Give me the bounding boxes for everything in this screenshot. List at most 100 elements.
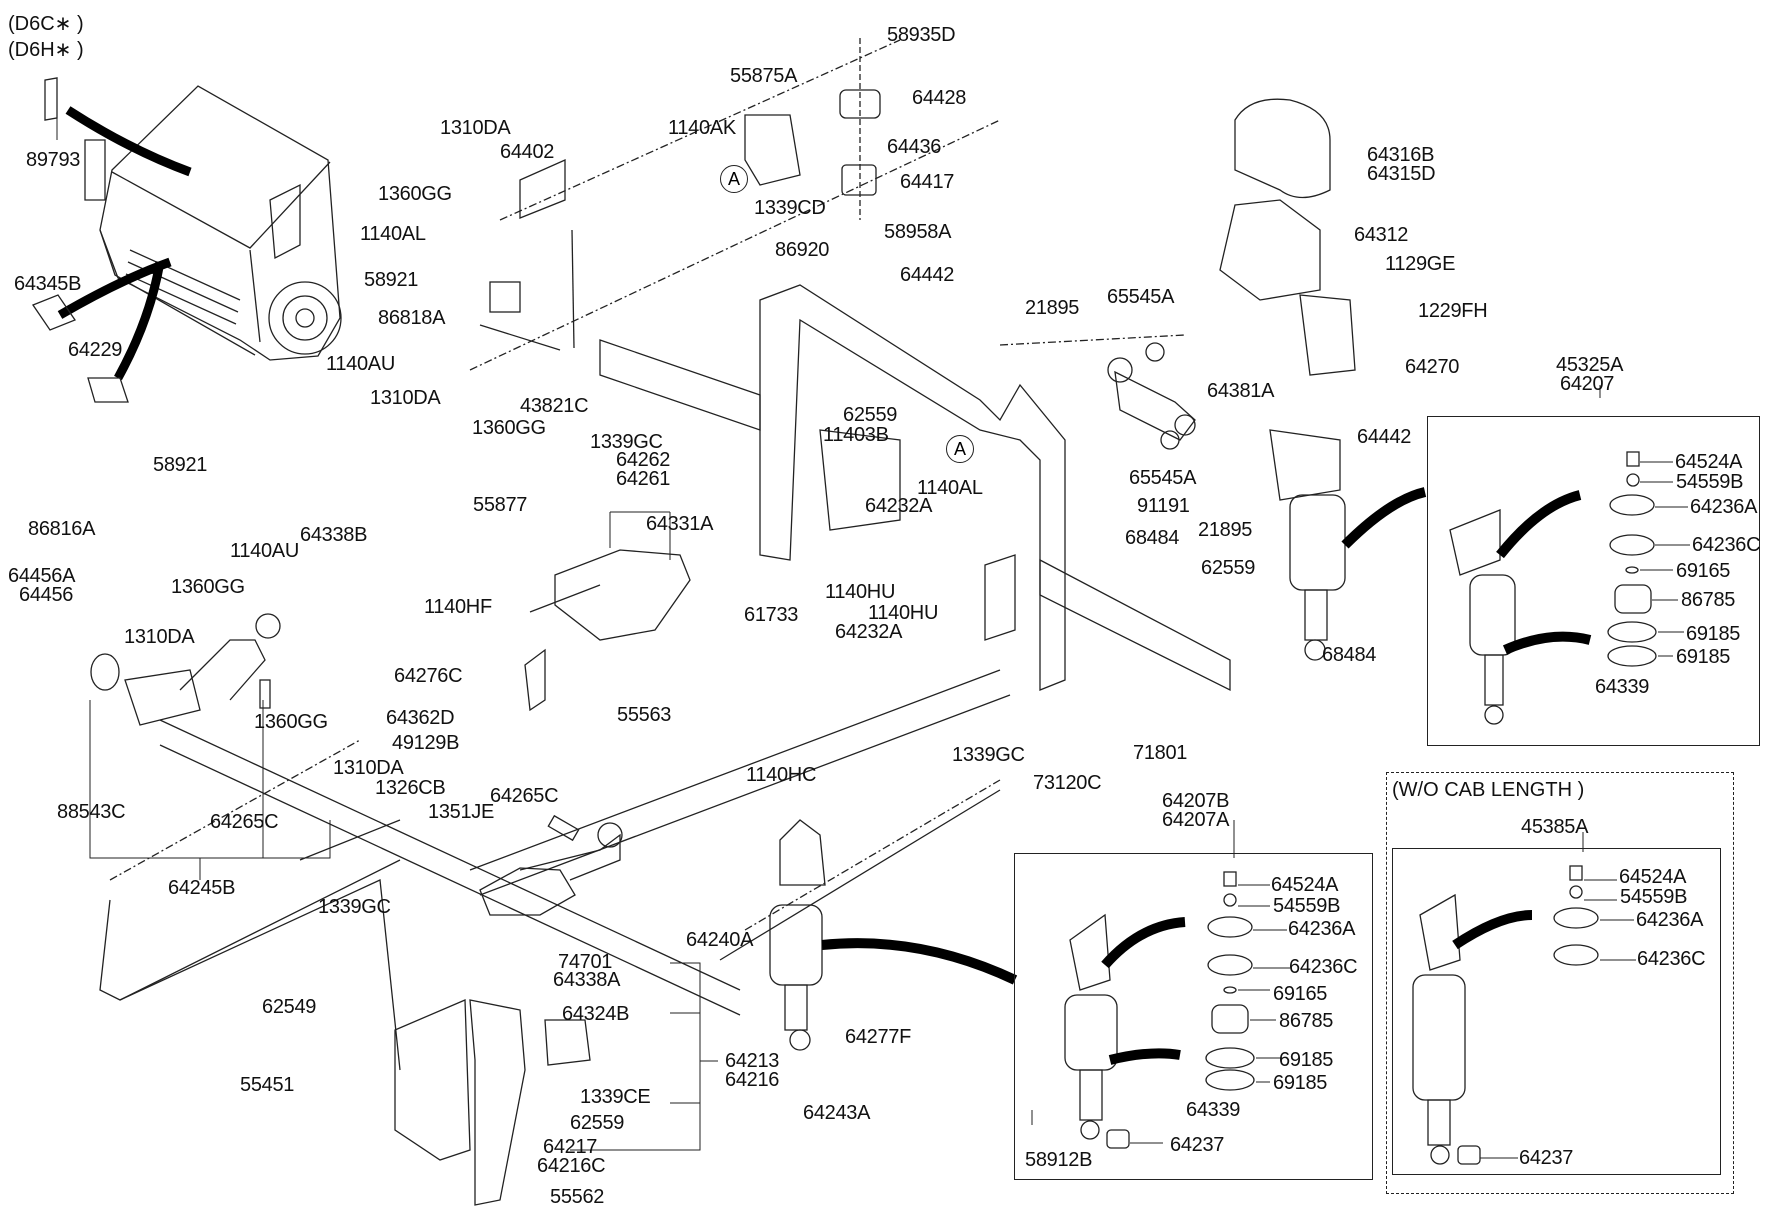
part-label-58921[interactable]: 58921 — [364, 269, 419, 291]
part-label-55562[interactable]: 55562 — [550, 1186, 605, 1208]
part-label-55877[interactable]: 55877 — [473, 494, 528, 516]
part-label-64213[interactable]: 64213 — [725, 1050, 780, 1072]
kit-front-part-64236A[interactable]: 64236A — [1690, 496, 1758, 518]
part-label-1326CB[interactable]: 1326CB — [375, 777, 446, 799]
part-label-55451[interactable]: 55451 — [240, 1074, 295, 1096]
part-label-64428[interactable]: 64428 — [912, 87, 967, 109]
part-label-64456A[interactable]: 64456A — [8, 565, 76, 587]
part-label-64345B[interactable]: 64345B — [14, 273, 82, 295]
part-label-1339CD[interactable]: 1339CD — [754, 197, 826, 219]
part-label-91191[interactable]: 91191 — [1137, 495, 1190, 517]
kit-front-part-64524A[interactable]: 64524A — [1675, 451, 1743, 473]
kit-rear-part-64237[interactable]: 64237 — [1170, 1134, 1225, 1156]
part-label-64381A[interactable]: 64381A — [1207, 380, 1275, 402]
part-label-55875A[interactable]: 55875A — [730, 65, 798, 87]
part-label-1360GG[interactable]: 1360GG — [171, 576, 245, 598]
part-label-61733[interactable]: 61733 — [744, 604, 799, 626]
part-label-64243A[interactable]: 64243A — [803, 1102, 871, 1124]
part-label-64261[interactable]: 64261 — [616, 468, 671, 490]
kit-rear-part-69185[interactable]: 69185 — [1279, 1049, 1334, 1071]
part-label-49129B[interactable]: 49129B — [392, 732, 460, 754]
part-label-64338B[interactable]: 64338B — [300, 524, 368, 546]
kit-rear-part-64339[interactable]: 64339 — [1186, 1099, 1241, 1121]
part-label-1229FH[interactable]: 1229FH — [1418, 300, 1488, 322]
part-label-64232A[interactable]: 64232A — [865, 495, 933, 517]
kit-front-part-86785[interactable]: 86785 — [1681, 589, 1736, 611]
part-label-64331A[interactable]: 64331A — [646, 513, 714, 535]
part-label-64276C[interactable]: 64276C — [394, 665, 463, 687]
part-label-73120C[interactable]: 73120C — [1033, 772, 1102, 794]
part-label-64442[interactable]: 64442 — [1357, 426, 1412, 448]
part-label-64312[interactable]: 64312 — [1354, 224, 1409, 246]
part-label-64456[interactable]: 64456 — [19, 584, 74, 606]
part-label-86920[interactable]: 86920 — [775, 239, 830, 261]
part-label-1339GC[interactable]: 1339GC — [590, 431, 663, 453]
part-label-64338A[interactable]: 64338A — [553, 969, 621, 991]
part-label-89793[interactable]: 89793 — [26, 149, 81, 171]
part-label-1310DA[interactable]: 1310DA — [333, 757, 404, 779]
part-label-58958A[interactable]: 58958A — [884, 221, 952, 243]
part-label-1339CE[interactable]: 1339CE — [580, 1086, 651, 1108]
part-label-1140AU[interactable]: 1140AU — [326, 353, 395, 375]
part-label-74701[interactable]: 74701 — [558, 951, 613, 973]
part-label-62559[interactable]: 62559 — [1201, 557, 1256, 579]
part-label-62559[interactable]: 62559 — [570, 1112, 625, 1134]
part-label-58921[interactable]: 58921 — [153, 454, 208, 476]
part-label-64324B[interactable]: 64324B — [562, 1003, 630, 1025]
part-label-43821C[interactable]: 43821C — [520, 395, 589, 417]
part-label-64232A[interactable]: 64232A — [835, 621, 903, 643]
kit-front-part-64339[interactable]: 64339 — [1595, 676, 1650, 698]
part-label-1129GE[interactable]: 1129GE — [1385, 253, 1456, 275]
part-label-1360GG[interactable]: 1360GG — [472, 417, 546, 439]
part-label-65545A[interactable]: 65545A — [1129, 467, 1197, 489]
kit-front-part-69165[interactable]: 69165 — [1676, 560, 1731, 582]
part-label-64217[interactable]: 64217 — [543, 1136, 598, 1158]
part-label-86818A[interactable]: 86818A — [378, 307, 446, 329]
part-label-64315D[interactable]: 64315D — [1367, 163, 1436, 185]
part-label-64417[interactable]: 64417 — [900, 171, 955, 193]
part-label-64265C[interactable]: 64265C — [210, 811, 279, 833]
kit-rear-part-64236C[interactable]: 64236C — [1289, 956, 1358, 978]
part-label-64362D[interactable]: 64362D — [386, 707, 455, 729]
part-label-58935D[interactable]: 58935D — [887, 24, 956, 46]
part-label-71801[interactable]: 71801 — [1133, 742, 1188, 764]
part-label-1140HF[interactable]: 1140HF — [424, 596, 492, 618]
part-label-64442[interactable]: 64442 — [900, 264, 955, 286]
part-label-86816A[interactable]: 86816A — [28, 518, 96, 540]
part-label-64270[interactable]: 64270 — [1405, 356, 1460, 378]
part-label-11403B[interactable]: 11403B — [823, 424, 889, 446]
part-label-1140HU[interactable]: 1140HU — [868, 602, 939, 624]
part-label-1140HC[interactable]: 1140HC — [746, 764, 817, 786]
part-label-21895[interactable]: 21895 — [1025, 297, 1080, 319]
part-label-1351JE[interactable]: 1351JE — [428, 801, 495, 823]
part-label-1360GG[interactable]: 1360GG — [378, 183, 452, 205]
part-label-88543C[interactable]: 88543C — [57, 801, 126, 823]
part-label-62549[interactable]: 62549 — [262, 996, 317, 1018]
part-label-1310DA[interactable]: 1310DA — [124, 626, 195, 648]
part-label-64277F[interactable]: 64277F — [845, 1026, 912, 1048]
part-label-1360GG[interactable]: 1360GG — [254, 711, 328, 733]
kit-front-part-69185[interactable]: 69185 — [1676, 646, 1731, 668]
kit-rear-part-69165[interactable]: 69165 — [1273, 983, 1328, 1005]
kit-front-number[interactable]: 45325A — [1556, 354, 1624, 376]
part-label-1140AL[interactable]: 1140AL — [917, 477, 983, 499]
part-label-64436[interactable]: 64436 — [887, 136, 942, 158]
kit-rear-part-58912B[interactable]: 58912B — [1025, 1149, 1093, 1171]
kit-rear-number[interactable]: 64207B — [1162, 790, 1230, 812]
part-label-21895[interactable]: 21895 — [1198, 519, 1253, 541]
kit-rear-part-54559B[interactable]: 54559B — [1273, 895, 1341, 917]
part-label-68484[interactable]: 68484 — [1322, 644, 1377, 666]
part-label-64316B[interactable]: 64316B — [1367, 144, 1435, 166]
part-label-1140AU[interactable]: 1140AU — [230, 540, 299, 562]
kit-front-part-69185[interactable]: 69185 — [1686, 623, 1741, 645]
kit-rear-part-69185[interactable]: 69185 — [1273, 1072, 1328, 1094]
kit-front-part-54559B[interactable]: 54559B — [1676, 471, 1744, 493]
kit-rear-part-64524A[interactable]: 64524A — [1271, 874, 1339, 896]
kit-wo-cab-part-54559B[interactable]: 54559B — [1620, 886, 1688, 908]
kit-wo-cab-part-64237[interactable]: 64237 — [1519, 1147, 1574, 1169]
kit-wo-cab-part-64236C[interactable]: 64236C — [1637, 948, 1706, 970]
part-label-64262[interactable]: 64262 — [616, 449, 671, 471]
part-label-1140AK[interactable]: 1140AK — [668, 117, 736, 139]
kit-front-part-64236C[interactable]: 64236C — [1692, 534, 1761, 556]
part-label-1339GC[interactable]: 1339GC — [318, 896, 391, 918]
